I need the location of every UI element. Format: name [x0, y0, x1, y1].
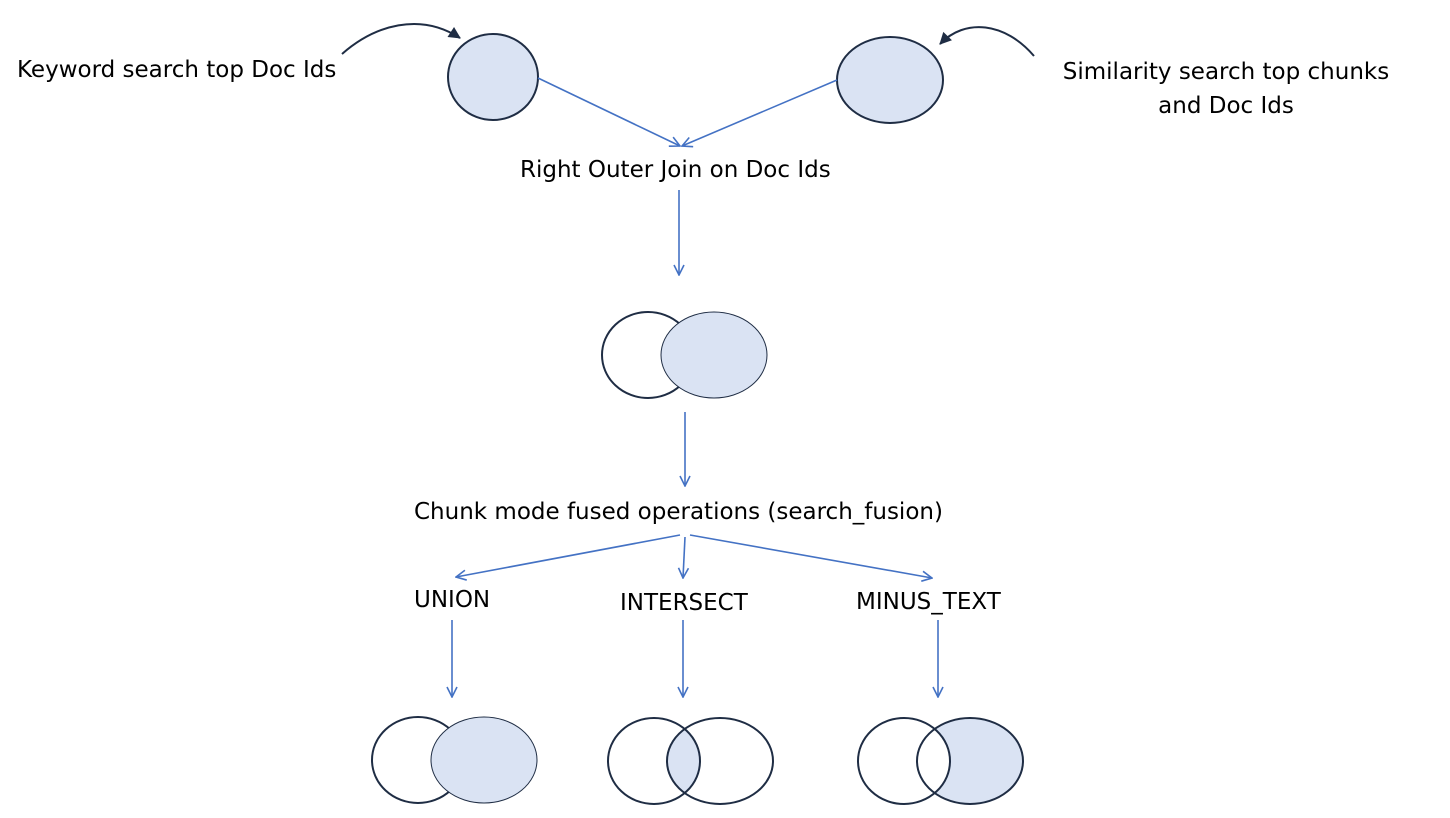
keyword-curve-arrow	[341, 23, 461, 55]
similarity-chunks-circle	[836, 36, 944, 124]
fusion-to-intersect-arrow	[683, 536, 685, 578]
similarity-search-label: Similarity search top chunks and Doc Ids	[1060, 55, 1392, 123]
keyword-search-label: Keyword search top Doc Ids	[17, 57, 337, 83]
fusion-to-union-arrow	[456, 534, 681, 577]
minus-text-label: MINUS_TEXT	[856, 589, 1001, 615]
similarity-search-label-line1: Similarity search top chunks	[1062, 59, 1390, 85]
right-outer-join-venn	[601, 311, 768, 399]
keyword-to-join-arrow	[537, 77, 680, 146]
union-venn	[371, 716, 538, 804]
similarity-curve-arrow	[939, 26, 1035, 57]
fusion-to-minus-arrow	[689, 534, 932, 578]
union-label: UNION	[414, 587, 491, 613]
fusion-operations-label: Chunk mode fused operations (search_fusi…	[414, 499, 943, 525]
intersect-label: INTERSECT	[620, 590, 748, 616]
minus-text-venn	[857, 717, 1024, 805]
right-outer-join-label: Right Outer Join on Doc Ids	[520, 157, 831, 183]
intersect-venn	[607, 717, 774, 805]
similarity-to-join-arrow	[682, 79, 838, 146]
similarity-search-label-line2: and Doc Ids	[1158, 93, 1294, 119]
keyword-docs-circle	[447, 33, 539, 121]
